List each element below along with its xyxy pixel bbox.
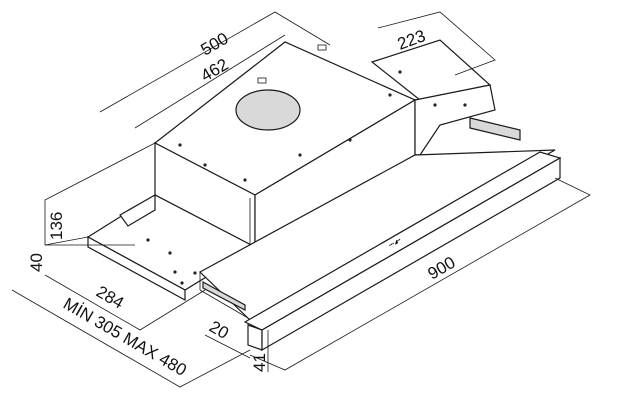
dim-284: 284 [93,282,127,313]
slide-rail [202,280,246,311]
side-rail [469,117,521,141]
dim-136: 136 [47,212,66,240]
dim-41: 41 [250,353,269,372]
front-panel-face [247,324,263,351]
screw-holes [146,70,467,285]
front-panel-front [261,156,561,352]
tray-front-left [87,235,186,302]
fan-outlet [235,89,301,131]
dim-min-max: MİN 305 MAX 480 [60,294,190,380]
dim-20: 20 [206,317,232,343]
dim-500: 500 [198,29,232,60]
tray-side [119,193,156,227]
brand-logo: ▪▪▪◢▪▪ [388,237,402,249]
dimension-lines [11,11,591,388]
dim-900: 900 [425,253,459,284]
dim-40: 40 [27,253,46,272]
dim-462: 462 [198,55,232,86]
